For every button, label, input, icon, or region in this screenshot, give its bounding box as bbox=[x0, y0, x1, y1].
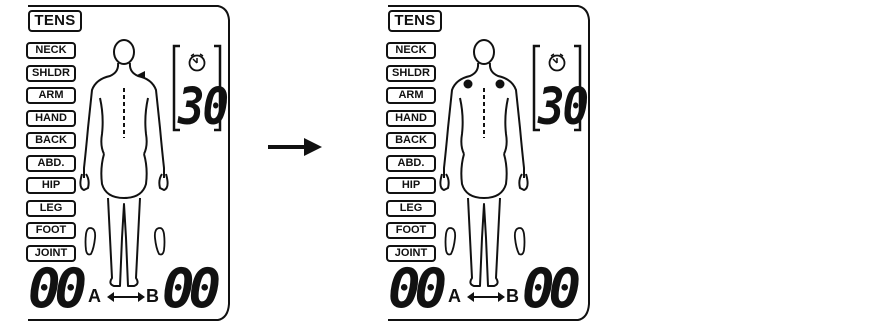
menu-item-hand[interactable]: HAND bbox=[386, 110, 436, 127]
menu-item-abd[interactable]: ABD. bbox=[386, 155, 436, 172]
clock-icon bbox=[187, 52, 207, 72]
lcd-panel-before: TENS NECK SHLDR ARM HAND BACK ABD. HIP L… bbox=[22, 4, 234, 322]
menu-item-hip[interactable]: HIP bbox=[26, 177, 76, 194]
menu-item-hand[interactable]: HAND bbox=[26, 110, 76, 127]
lcd-panel-after: TENS NECK SHLDR ARM HAND BACK ABD. HIP L… bbox=[382, 4, 594, 322]
channel-a-value: 00 bbox=[28, 262, 81, 316]
channel-b-label: B bbox=[146, 286, 159, 307]
menu-item-abd[interactable]: ABD. bbox=[26, 155, 76, 172]
double-arrow-icon bbox=[106, 290, 146, 304]
menu-item-arm[interactable]: ARM bbox=[26, 87, 76, 104]
timer-value: 30 bbox=[538, 78, 587, 137]
channel-b-value: 00 bbox=[522, 262, 575, 316]
menu-item-arm[interactable]: ARM bbox=[386, 87, 436, 104]
menu-item-shldr[interactable]: SHLDR bbox=[26, 65, 76, 82]
footprint-icon bbox=[442, 224, 458, 256]
footprint-icon bbox=[152, 224, 168, 256]
menu-item-back[interactable]: BACK bbox=[386, 132, 436, 149]
tens-mode-label: TENS bbox=[388, 10, 442, 32]
menu-item-foot[interactable]: FOOT bbox=[386, 222, 436, 239]
channel-a-value: 00 bbox=[388, 262, 441, 316]
left-shoulder-pad-icon bbox=[464, 80, 473, 89]
menu-item-neck[interactable]: NECK bbox=[386, 42, 436, 59]
menu-item-foot[interactable]: FOOT bbox=[26, 222, 76, 239]
clock-icon bbox=[547, 52, 567, 72]
double-arrow-icon bbox=[466, 290, 506, 304]
timer-display: 30 bbox=[172, 44, 222, 132]
footprint-icon bbox=[512, 224, 528, 256]
menu-item-neck[interactable]: NECK bbox=[26, 42, 76, 59]
channel-b-label: B bbox=[506, 286, 519, 307]
body-area-menu: NECK SHLDR ARM HAND BACK ABD. HIP LEG FO… bbox=[26, 42, 76, 267]
channel-a-label: A bbox=[88, 286, 101, 307]
timer-value: 30 bbox=[178, 78, 227, 137]
channel-a-label: A bbox=[448, 286, 461, 307]
menu-item-shldr[interactable]: SHLDR bbox=[386, 65, 436, 82]
menu-item-leg[interactable]: LEG bbox=[386, 200, 436, 217]
arrow-right-icon bbox=[268, 136, 324, 158]
menu-item-leg[interactable]: LEG bbox=[26, 200, 76, 217]
shoulder-pointer-icon bbox=[136, 70, 146, 80]
menu-item-hip[interactable]: HIP bbox=[386, 177, 436, 194]
timer-display: 30 bbox=[532, 44, 582, 132]
tens-mode-label: TENS bbox=[28, 10, 82, 32]
body-area-menu: NECK SHLDR ARM HAND BACK ABD. HIP LEG FO… bbox=[386, 42, 436, 267]
channel-b-value: 00 bbox=[162, 262, 215, 316]
footprint-icon bbox=[82, 224, 98, 256]
menu-item-back[interactable]: BACK bbox=[26, 132, 76, 149]
right-shoulder-pad-icon bbox=[496, 80, 505, 89]
